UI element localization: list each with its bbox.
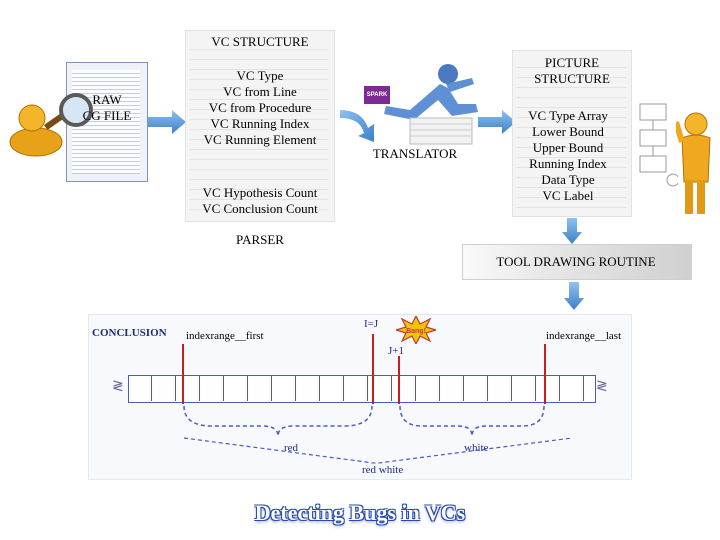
vc-structure-title: VC STRUCTURE bbox=[211, 34, 309, 49]
vc-structure-fields-top: VC Type VC from Line VC from Procedure V… bbox=[185, 68, 335, 148]
white-brace bbox=[399, 405, 545, 437]
red-white-label: red white bbox=[362, 464, 404, 476]
arrow-right-icon bbox=[478, 110, 516, 134]
j-plus-label: J+1 bbox=[388, 345, 404, 357]
red-white-brace bbox=[183, 437, 573, 464]
bang-text: Bang! bbox=[406, 328, 426, 335]
ij-marker bbox=[372, 334, 374, 404]
red-label: red bbox=[284, 442, 299, 454]
flowchart-sketch-icon bbox=[639, 103, 678, 187]
spark-badge: SPARK bbox=[364, 86, 390, 104]
magnifier-person-icon bbox=[9, 93, 93, 157]
bang-burst-icon: Bang! bbox=[396, 316, 436, 344]
spark-badge-label: SPARK bbox=[366, 92, 388, 98]
vc-field-from-line: VC from Line bbox=[223, 84, 297, 99]
vc-structure-faint-lines bbox=[190, 40, 328, 216]
vc-field-hypothesis-count: VC Hypothesis Count bbox=[202, 185, 318, 200]
pic-field-upper-bound: Upper Bound bbox=[532, 140, 604, 155]
vc-field-running-element: VC Running Element bbox=[203, 132, 317, 147]
vc-structure-fields-bottom: VC Hypothesis Count VC Conclusion Count bbox=[185, 185, 335, 217]
pic-field-vc-label: VC Label bbox=[542, 188, 594, 203]
last-index-label: indexrange__last bbox=[546, 330, 622, 342]
break-mark-right: ≷ bbox=[596, 379, 608, 394]
vc-field-running-index: VC Running Index bbox=[210, 116, 310, 131]
arrow-down-icon bbox=[562, 218, 582, 244]
conclusion-label: CONCLUSION bbox=[92, 327, 167, 339]
j-plus-marker bbox=[398, 356, 400, 404]
i-eq-j-label: I=J bbox=[364, 318, 379, 330]
vc-field-type: VC Type bbox=[236, 68, 284, 83]
last-marker bbox=[544, 344, 546, 404]
arrow-down-icon bbox=[564, 282, 584, 310]
hurdler-person-icon bbox=[384, 64, 478, 145]
arrow-right-icon bbox=[148, 110, 186, 134]
picture-title-line1: PICTURE bbox=[544, 55, 600, 70]
first-index-label: indexrange__first bbox=[186, 330, 264, 342]
array-cells bbox=[128, 375, 594, 401]
arrow-right-icon bbox=[340, 110, 374, 142]
pic-field-lower-bound: Lower Bound bbox=[532, 124, 604, 139]
pic-field-running-index: Running Index bbox=[529, 156, 607, 171]
page-title: Detecting Bugs in VCs bbox=[254, 500, 466, 525]
pic-field-data-type: Data Type bbox=[541, 172, 595, 187]
first-marker bbox=[182, 344, 184, 404]
parser-label: PARSER bbox=[236, 232, 284, 247]
raw-label-line1: RAW bbox=[92, 92, 122, 107]
tool-drawing-bar bbox=[462, 244, 692, 280]
picture-title-line2: STRUCTURE bbox=[534, 71, 610, 86]
break-mark-left: ≷ bbox=[112, 379, 124, 394]
translator-label: TRANSLATOR bbox=[372, 146, 458, 161]
picture-structure-fields: VC Type Array Lower Bound Upper Bound Ru… bbox=[508, 108, 628, 204]
raw-label-line2: CG FILE bbox=[82, 108, 132, 123]
vc-field-conclusion-count: VC Conclusion Count bbox=[202, 201, 318, 216]
red-brace bbox=[183, 405, 373, 437]
pic-field-type-array: VC Type Array bbox=[528, 108, 608, 123]
tool-drawing-label: TOOL DRAWING ROUTINE bbox=[496, 254, 656, 269]
picture-structure-faint-lines bbox=[516, 58, 626, 210]
picture-structure-title: PICTURE STRUCTURE bbox=[512, 55, 632, 87]
presenter-person-icon bbox=[676, 112, 711, 214]
vc-field-from-procedure: VC from Procedure bbox=[208, 100, 312, 115]
